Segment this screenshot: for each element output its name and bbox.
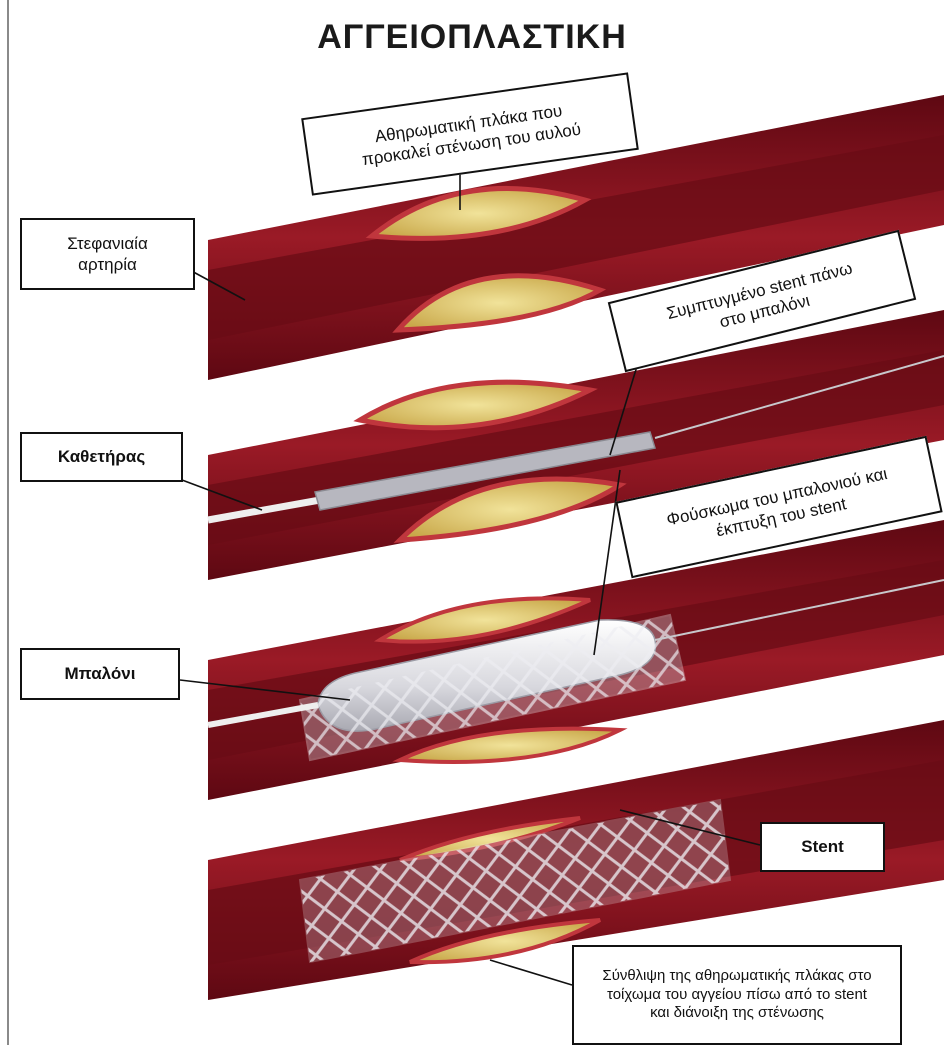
label-catheter: Καθετήρας <box>20 432 183 482</box>
label-compression: Σύνθλιψη της αθηρωματικής πλάκας στο τοί… <box>572 945 902 1045</box>
label-balloon: Μπαλόνι <box>20 648 180 700</box>
label-stent: Stent <box>760 822 885 872</box>
label-coronary-artery: Στεφανιαία αρτηρία <box>20 218 195 290</box>
